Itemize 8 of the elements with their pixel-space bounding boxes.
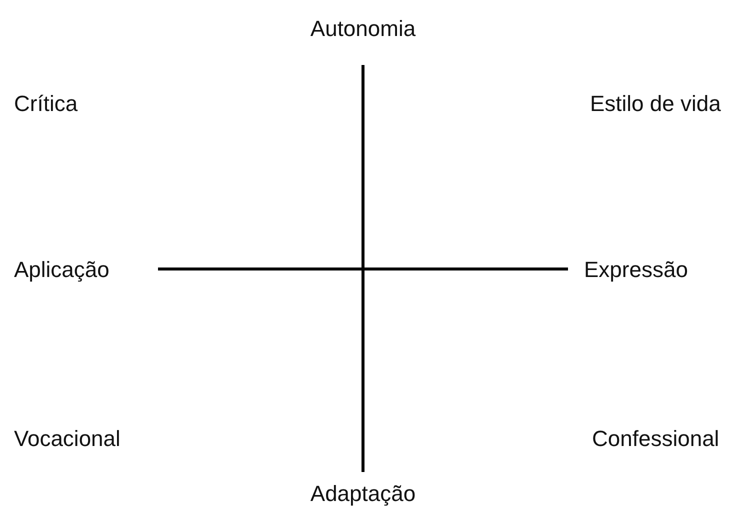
quadrant-label: Vocacional: [14, 426, 120, 452]
axis-label: Autonomia: [310, 16, 416, 42]
quadrant-label: Crítica: [14, 90, 78, 118]
quadrant-label: Confessional: [592, 426, 720, 452]
axis-label: Expressão: [584, 256, 688, 284]
quadrant-label: Estilo de vida: [590, 90, 721, 118]
axis-label: Adaptação: [310, 480, 416, 508]
axis-label: Aplicação: [14, 256, 110, 284]
